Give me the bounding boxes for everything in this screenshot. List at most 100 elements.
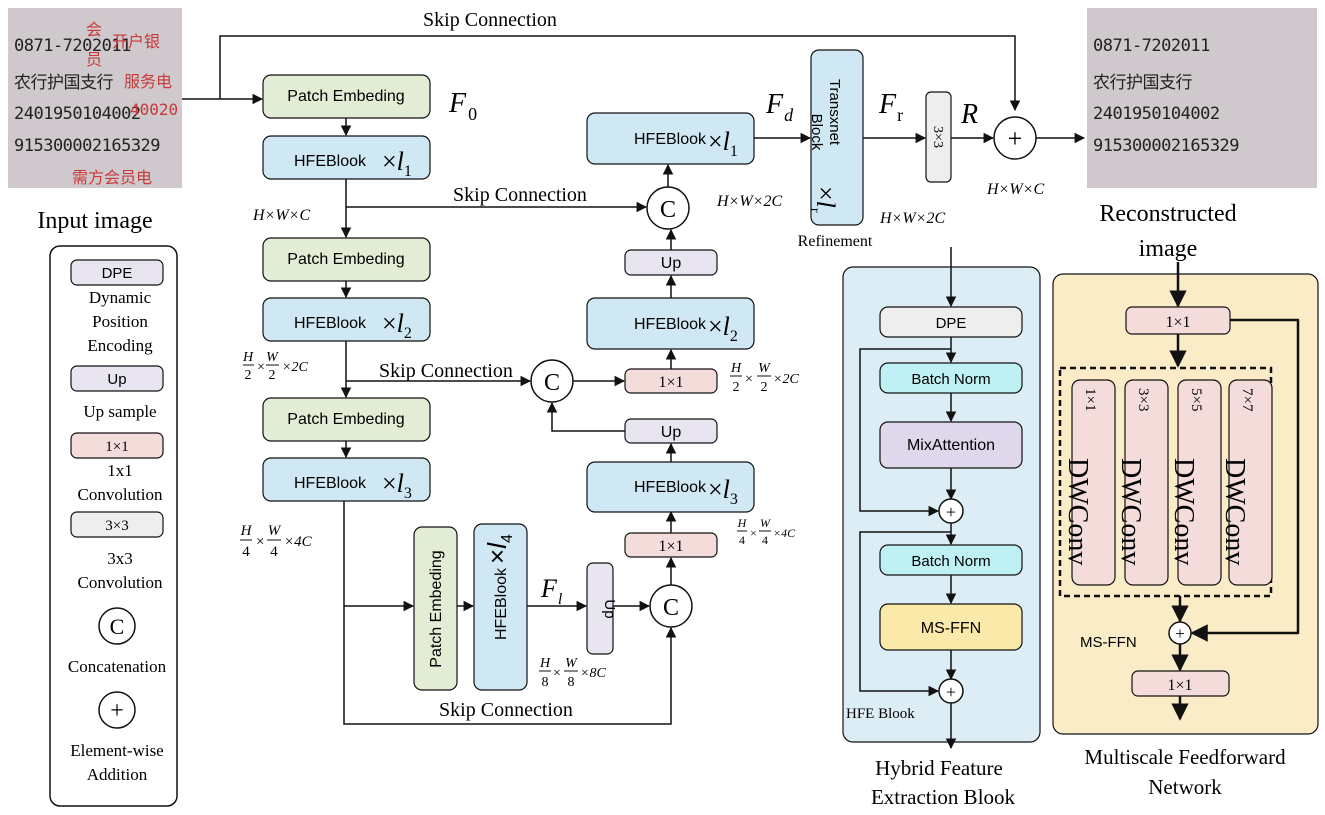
reconstructed-image: 0871-7202011 农行护国支行 2401950104002 915300… bbox=[1087, 8, 1317, 188]
dim-hwc-out: H×W×C bbox=[986, 181, 1044, 198]
input-image: 0871-7202011 农行护国支行 2401950104002 915300… bbox=[8, 8, 182, 188]
dim-h2w2-dec: H 2 × W 2 ×2C bbox=[730, 361, 800, 395]
skip-connection-top-label: Skip Connection bbox=[423, 9, 557, 31]
r-label: R bbox=[960, 99, 978, 130]
dim-h4-num-dec: H bbox=[737, 516, 748, 530]
input-image-stamp: 员 bbox=[86, 50, 103, 69]
up-block-top-label: Up bbox=[661, 255, 682, 272]
skip-connection-1-label: Skip Connection bbox=[453, 184, 587, 206]
dim-w2-den-dec: 2 bbox=[761, 380, 768, 395]
input-image-stamp: 40020 bbox=[130, 100, 179, 119]
legend-up-desc: Up sample bbox=[83, 402, 156, 421]
dim-h2-num: H bbox=[242, 350, 254, 365]
msffn-add-symbol: + bbox=[1175, 624, 1185, 643]
add-final-symbol: + bbox=[1008, 124, 1023, 153]
legend-conv1-desc: 1x1 bbox=[107, 461, 133, 480]
hfe-block-2-mult: ×l2 bbox=[382, 309, 412, 342]
hfe-block-3-label: HFEBlook bbox=[294, 475, 367, 492]
dim-hw2c-ref: H×W×2C bbox=[879, 210, 945, 227]
hfe-block-dec-2-label: HFEBlook bbox=[634, 316, 707, 333]
patch-embed-1-label: Patch Embeding bbox=[287, 88, 404, 105]
svg-text:×: × bbox=[256, 534, 264, 550]
hfe-batch-norm-2-label: Batch Norm bbox=[911, 553, 990, 570]
legend-dpe-desc: Position bbox=[92, 312, 148, 331]
msffn-branch-4 bbox=[1228, 379, 1273, 586]
dim-8c: ×8C bbox=[580, 666, 606, 681]
hfe-block-3 bbox=[262, 457, 431, 502]
dim-h2w2-enc: H 2 × W 2 ×2C bbox=[242, 350, 309, 383]
dim-w2-num: W bbox=[266, 350, 279, 365]
up-block-bottom-label: Up bbox=[601, 599, 618, 618]
dim-h8w8-enc: H 8 × W 8 ×8C bbox=[539, 656, 607, 690]
dim-w2-den: 2 bbox=[269, 368, 276, 383]
dim-h8-num: H bbox=[539, 656, 551, 671]
dim-h2-num-dec: H bbox=[730, 361, 742, 376]
dim-h4w4-dec: H 4 × W 4 ×4C bbox=[737, 516, 796, 547]
output-image-text-line: 农行护国支行 bbox=[1093, 73, 1193, 93]
conv3x3-ref-label: 3×3 bbox=[930, 126, 945, 148]
input-image-text-line: 0871-7202011 bbox=[14, 36, 131, 56]
msffn-branch-2 bbox=[1124, 379, 1169, 586]
legend-concat-desc: Concatenation bbox=[68, 657, 167, 676]
concat-1-symbol: C bbox=[660, 197, 676, 223]
hfe-corner-label: HFE Blook bbox=[846, 706, 915, 722]
legend-up-box bbox=[70, 365, 164, 392]
msffn-branch-3 bbox=[1177, 379, 1222, 586]
hfe-add-1-symbol: + bbox=[946, 502, 956, 522]
hfe-block-dec-3-label: HFEBlook bbox=[634, 479, 707, 496]
patch-embed-4-label: Patch Embeding bbox=[428, 550, 445, 667]
transxnet-mult: ×lr bbox=[807, 186, 840, 213]
dim-w8-num: W bbox=[565, 656, 578, 671]
legend-conv1-desc: Convolution bbox=[77, 485, 163, 504]
svg-text:×: × bbox=[750, 526, 757, 540]
legend-add-symbol: + bbox=[110, 698, 124, 724]
fr-label: Fr bbox=[878, 89, 903, 125]
input-image-stamp: 会 bbox=[86, 20, 103, 39]
dim-h4-den: 4 bbox=[242, 544, 250, 560]
msffn-conv-in-label: 1×1 bbox=[1165, 314, 1190, 331]
hfe-block-dec-1-label: HFEBlook bbox=[634, 131, 707, 148]
msffn-branch-1 bbox=[1071, 379, 1116, 586]
msffn-branch-4-label: 7×7DWConv bbox=[1219, 388, 1255, 565]
msffn-skip-line bbox=[1190, 318, 1300, 642]
dim-w4-den: 4 bbox=[270, 544, 278, 560]
legend-dpe-desc: Dynamic bbox=[89, 288, 152, 307]
svg-text:×: × bbox=[257, 360, 265, 375]
msffn-branch-2-label: 3×3DWConv bbox=[1115, 388, 1151, 565]
legend-up-label: Up bbox=[107, 371, 126, 388]
hfe-block-dec-3-mult: ×l3 bbox=[708, 475, 738, 508]
input-image-text-line: 农行护国支行 bbox=[14, 73, 114, 93]
skip-connection-3-label: Skip Connection bbox=[439, 699, 573, 721]
dim-h2-den: 2 bbox=[245, 368, 252, 383]
transxnet-line2: Block bbox=[808, 114, 825, 151]
skip-connection-2-label: Skip Connection bbox=[379, 360, 513, 382]
fl-label: Fl bbox=[540, 574, 563, 608]
input-image-stamp: 需方会员电 bbox=[72, 168, 153, 187]
legend-conv3-desc: 3x3 bbox=[107, 549, 133, 568]
conv1x1-dec-3-label: 1×1 bbox=[658, 538, 683, 555]
conv3x3-ref bbox=[925, 91, 952, 183]
fd-label: Fd bbox=[765, 89, 794, 125]
hfe-residual-1 bbox=[859, 348, 951, 517]
hfe-block-2-label: HFEBlook bbox=[294, 315, 367, 332]
dim-h4w4-enc: H 4 × W 4 ×4C bbox=[240, 523, 313, 560]
hfe-caption-line2: Extraction Blook bbox=[871, 785, 1016, 809]
concat-2-symbol: C bbox=[544, 370, 560, 396]
reconstructed-caption-line1: Reconstructed bbox=[1099, 201, 1236, 227]
output-image-text-line: 915300002165329 bbox=[1093, 136, 1240, 156]
conv1x1-dec-2-label: 1×1 bbox=[658, 374, 683, 391]
hfe-add-2-symbol: + bbox=[946, 682, 956, 702]
hfe-mix-attention-label: MixAttention bbox=[907, 437, 995, 454]
legend-conv3-desc: Convolution bbox=[77, 573, 163, 592]
msffn-branch-3-label: 5×5DWConv bbox=[1168, 388, 1204, 565]
refinement-caption: Refinement bbox=[798, 233, 873, 250]
legend-concat-symbol: C bbox=[110, 614, 125, 639]
dim-hwc-enc: H×W×C bbox=[252, 207, 310, 224]
dim-h8-den: 8 bbox=[542, 675, 549, 690]
legend-dpe-desc: Encoding bbox=[87, 336, 153, 355]
hfe-batch-norm-1-label: Batch Norm bbox=[911, 371, 990, 388]
input-image-text-line: 2401950104002 bbox=[14, 104, 141, 124]
up-block-mid-label: Up bbox=[661, 424, 682, 441]
